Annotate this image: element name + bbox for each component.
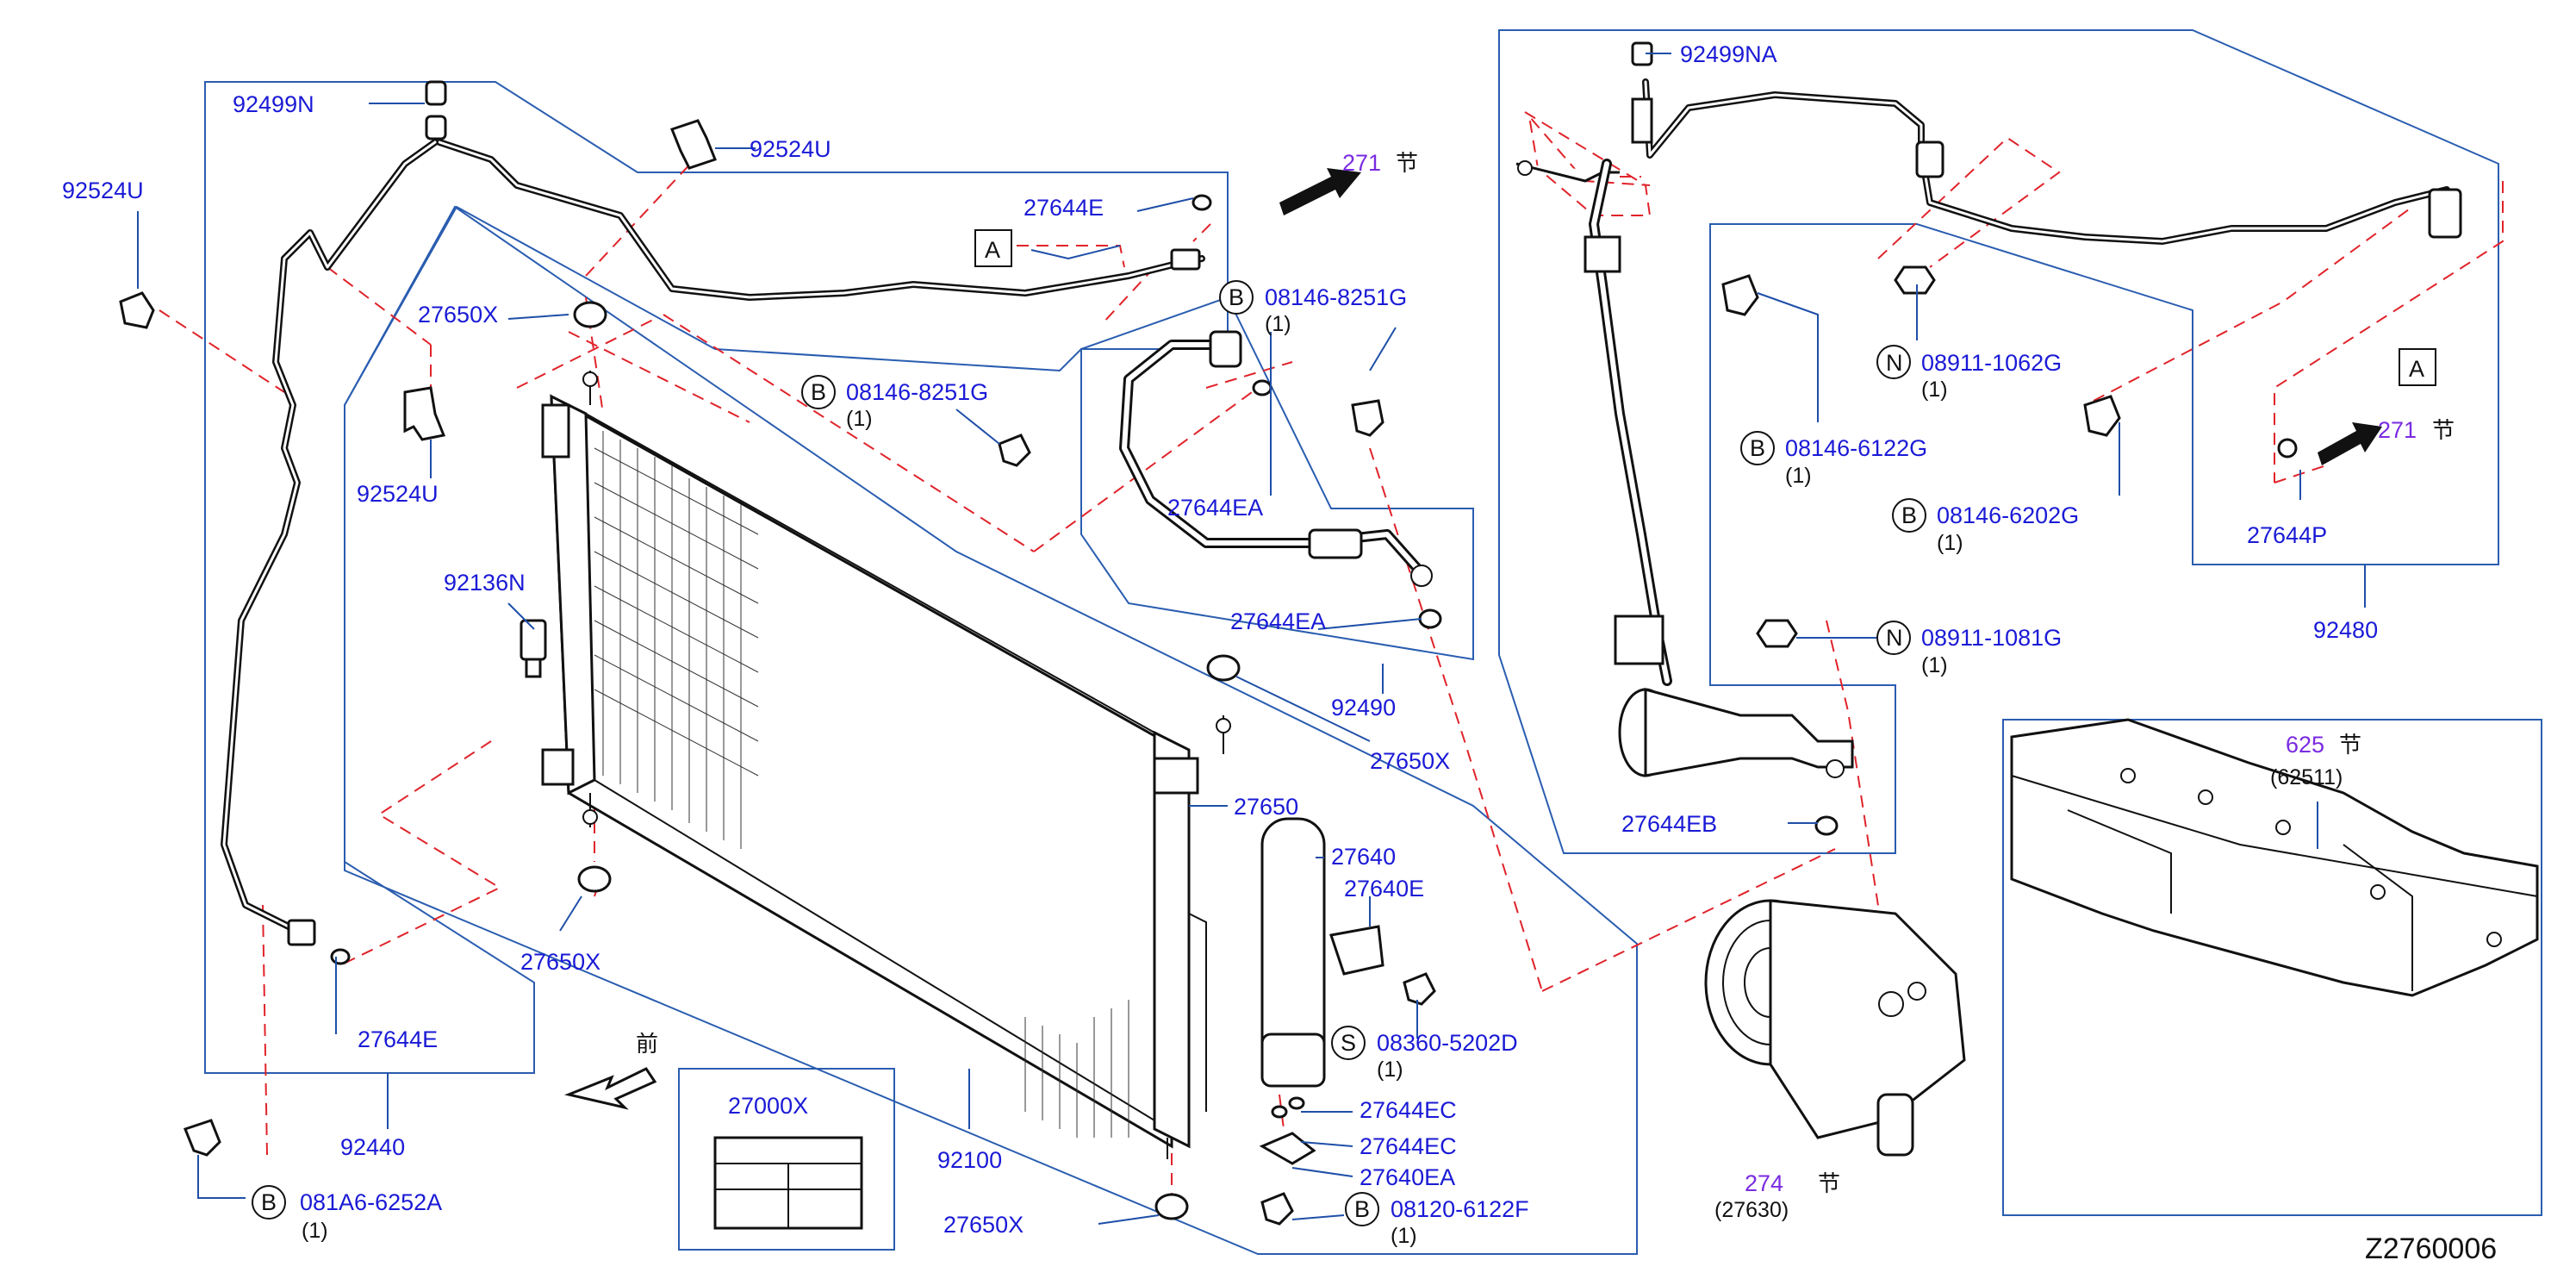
label-08911-1062G: 08911-1062G: [1921, 350, 2062, 376]
label-27650X-mid: 27650X: [1370, 748, 1450, 774]
label-A-top: A: [985, 237, 1000, 263]
label-92136N: 92136N: [444, 570, 526, 596]
label-625: 625: [2286, 732, 2324, 758]
label-27650: 27650: [1234, 794, 1298, 820]
label-92440: 92440: [340, 1134, 405, 1160]
label-92499N: 92499N: [233, 91, 314, 117]
label-27650X-left: 27650X: [520, 949, 600, 975]
label-B-08146-8251G-left: B: [811, 379, 826, 405]
crossmember-625: [2010, 718, 2539, 997]
label-section-274: 节: [1818, 1171, 1840, 1197]
label-92100: 92100: [937, 1147, 1002, 1173]
condenser-92100: [541, 371, 1231, 1159]
badges: [252, 229, 2436, 1226]
qty-08146-6122G: (1): [1785, 464, 1812, 488]
frame-crossmember: [2002, 719, 2542, 1216]
label-27000X: 27000X: [728, 1093, 808, 1119]
label-27630: (27630): [1714, 1198, 1789, 1222]
hose-92490: [1119, 330, 1433, 587]
frame-27000X: [678, 1068, 895, 1251]
qty-08146-8251G-top: (1): [1265, 312, 1291, 336]
label-08120-6122F: 08120-6122F: [1391, 1196, 1529, 1222]
label-S-08360-5202D: S: [1341, 1030, 1356, 1056]
label-081A6-6252A: 081A6-6252A: [300, 1189, 442, 1215]
qty-08120-6122F: (1): [1391, 1224, 1417, 1248]
label-08146-8251G-left: 08146-8251G: [846, 379, 988, 405]
label-27644EA-b: 27644EA: [1230, 608, 1326, 634]
qty-08146-6202G: (1): [1937, 531, 1963, 555]
label-B-08120-6122F: B: [1354, 1196, 1370, 1222]
label-group: 92499N 92524U 92524U 27644E 271 节 27650X…: [62, 41, 2497, 1265]
qty-08146-8251G-left: (1): [846, 407, 873, 431]
qty-08911-1081G: (1): [1921, 653, 1948, 677]
label-62511: (62511): [2270, 765, 2343, 789]
label-N-08911-1062G: N: [1886, 350, 1903, 376]
frame-92440: [204, 81, 1229, 1074]
qty-08360-5202D: (1): [1377, 1058, 1403, 1082]
leader-lines: [137, 53, 2366, 1225]
pipe-92440: [221, 139, 1205, 946]
label-92524U-mid: 92524U: [357, 481, 439, 507]
label-27640E: 27640E: [1344, 876, 1424, 902]
figure-id: Z2760006: [2365, 1232, 2497, 1265]
small-parts: [119, 80, 2382, 1226]
label-section-271-top: 节: [1396, 151, 1418, 177]
label-B-08146-8251G-top: B: [1229, 284, 1244, 310]
label-92480: 92480: [2313, 617, 2378, 643]
label-92490: 92490: [1331, 695, 1396, 721]
label-plate-27000X: [713, 1136, 863, 1230]
label-08146-6202G: 08146-6202G: [1937, 502, 2079, 528]
label-08360-5202D: 08360-5202D: [1377, 1030, 1518, 1056]
label-A-right: A: [2409, 356, 2424, 382]
label-92524U-top: 92524U: [750, 136, 831, 162]
label-27644EC-a: 27644EC: [1360, 1097, 1457, 1123]
label-section-271-right: 节: [2432, 418, 2455, 444]
label-08911-1081G: 08911-1081G: [1921, 625, 2062, 651]
label-271-right: 271: [2378, 417, 2417, 443]
label-27644E-left: 27644E: [358, 1026, 438, 1052]
label-92524U-left: 92524U: [62, 178, 144, 203]
label-27640EA: 27640EA: [1360, 1164, 1455, 1190]
qty-08911-1062G: (1): [1921, 377, 1948, 402]
label-27644P: 27644P: [2247, 522, 2327, 548]
frame-92480: [1498, 29, 2499, 854]
label-27650X-top: 27650X: [418, 302, 498, 328]
label-08146-8251G-top: 08146-8251G: [1265, 284, 1407, 310]
label-274: 274: [1745, 1170, 1783, 1196]
label-08146-6122G: 08146-6122G: [1785, 435, 1927, 461]
label-27644E-top: 27644E: [1024, 195, 1104, 221]
label-27640: 27640: [1331, 844, 1396, 870]
frame-92490: [1080, 296, 1474, 661]
qty-081A6-6252A: (1): [302, 1219, 328, 1243]
label-section-625: 节: [2339, 733, 2361, 758]
label-271-top: 271: [1342, 150, 1381, 176]
label-B-08146-6122G: B: [1750, 435, 1765, 461]
compressor-274: [1704, 899, 1966, 1157]
label-27650X-bot: 27650X: [943, 1212, 1024, 1238]
label-B-081A6-6252A: B: [261, 1189, 277, 1215]
label-B-08146-6202G: B: [1901, 502, 1917, 528]
label-N-08911-1081G: N: [1886, 625, 1903, 651]
label-27644EB: 27644EB: [1621, 811, 1717, 837]
label-27644EA-a: 27644EA: [1167, 495, 1263, 521]
pipe-92480: [1515, 41, 2462, 778]
label-27644EC-b: 27644EC: [1360, 1133, 1457, 1159]
label-front: 前: [636, 1032, 658, 1058]
label-92499NA: 92499NA: [1680, 41, 1777, 67]
